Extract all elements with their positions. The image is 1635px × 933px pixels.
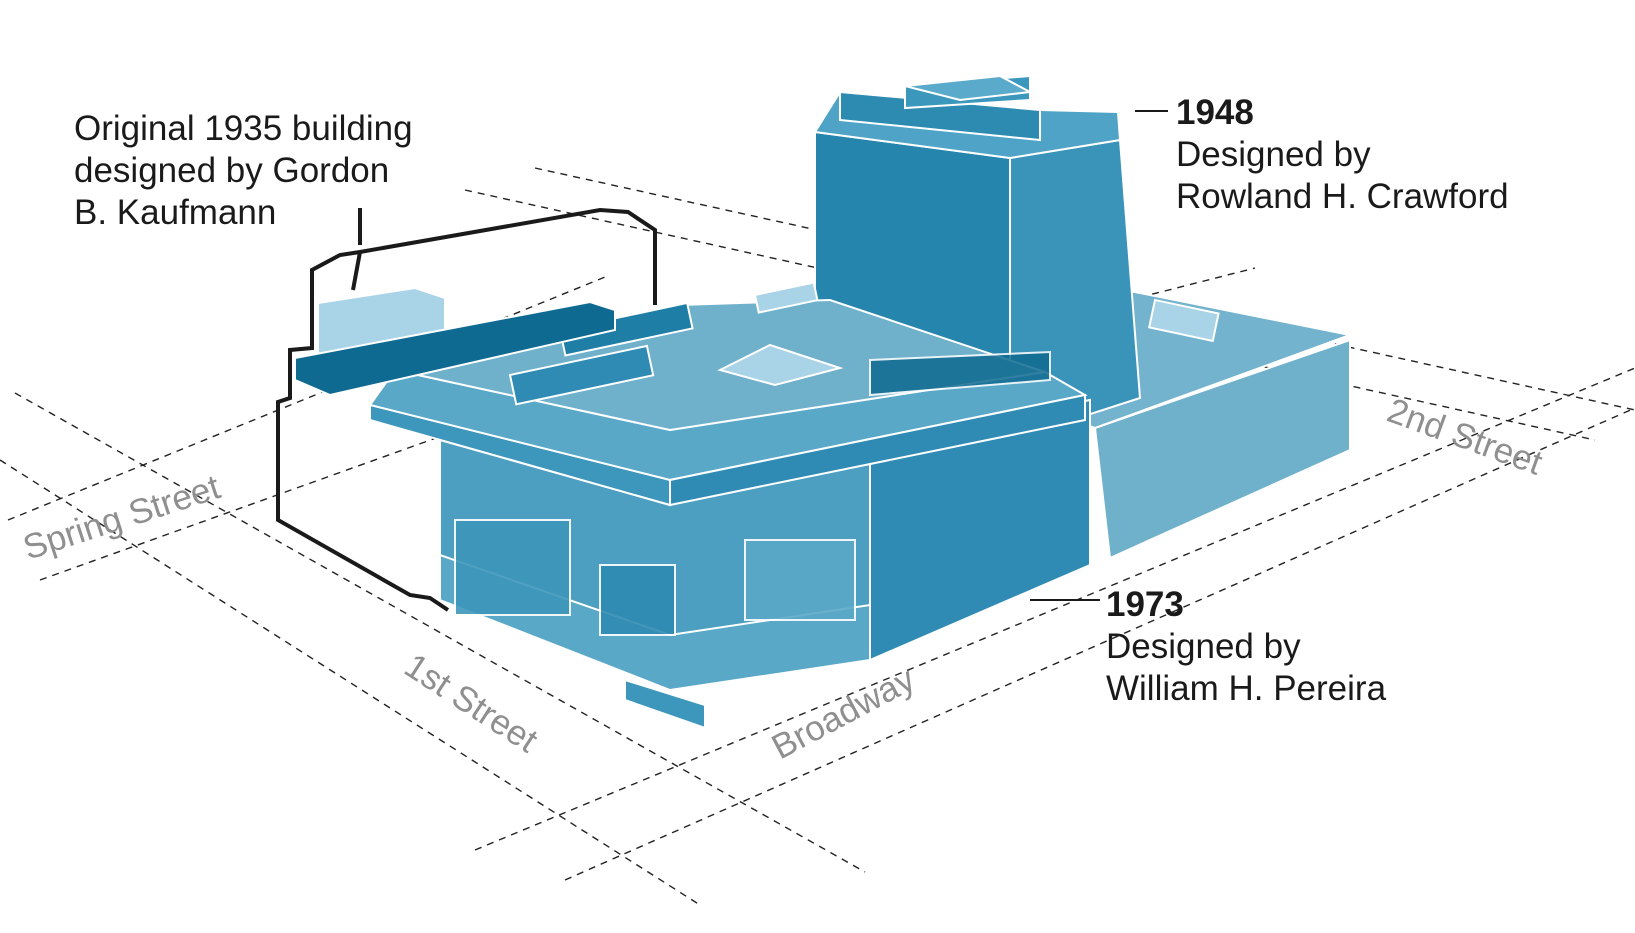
leader-lines — [1030, 110, 1168, 601]
original-building-caption: Original 1935 building designed by Gordo… — [74, 108, 494, 234]
architect-name: Rowland H. Crawford — [1176, 177, 1509, 216]
original-1935-roof-elements — [294, 286, 616, 397]
addition-1948-caption: 1948 Designed by Rowland H. Crawford — [1176, 92, 1509, 218]
addition-1973-main — [368, 281, 1091, 730]
caption-line: Designed by — [1106, 627, 1301, 666]
spring-street-label: Spring Street — [18, 467, 225, 567]
original-caption-line: B. Kaufmann — [74, 193, 277, 232]
original-1935-outline — [276, 207, 657, 612]
caption-line: Designed by — [1176, 135, 1371, 174]
year-1948: 1948 — [1176, 93, 1254, 132]
year-1973: 1973 — [1106, 585, 1184, 624]
first-street-label: 1st Street — [398, 646, 545, 760]
addition-1973-caption: 1973 Designed by William H. Pereira — [1106, 584, 1386, 710]
original-caption-line: designed by Gordon — [74, 151, 390, 190]
second-street-label: 2nd Street — [1382, 391, 1547, 483]
architect-name: William H. Pereira — [1106, 669, 1387, 708]
original-caption-line: Original 1935 building — [74, 109, 413, 148]
broadway-label: Broadway — [765, 659, 921, 767]
